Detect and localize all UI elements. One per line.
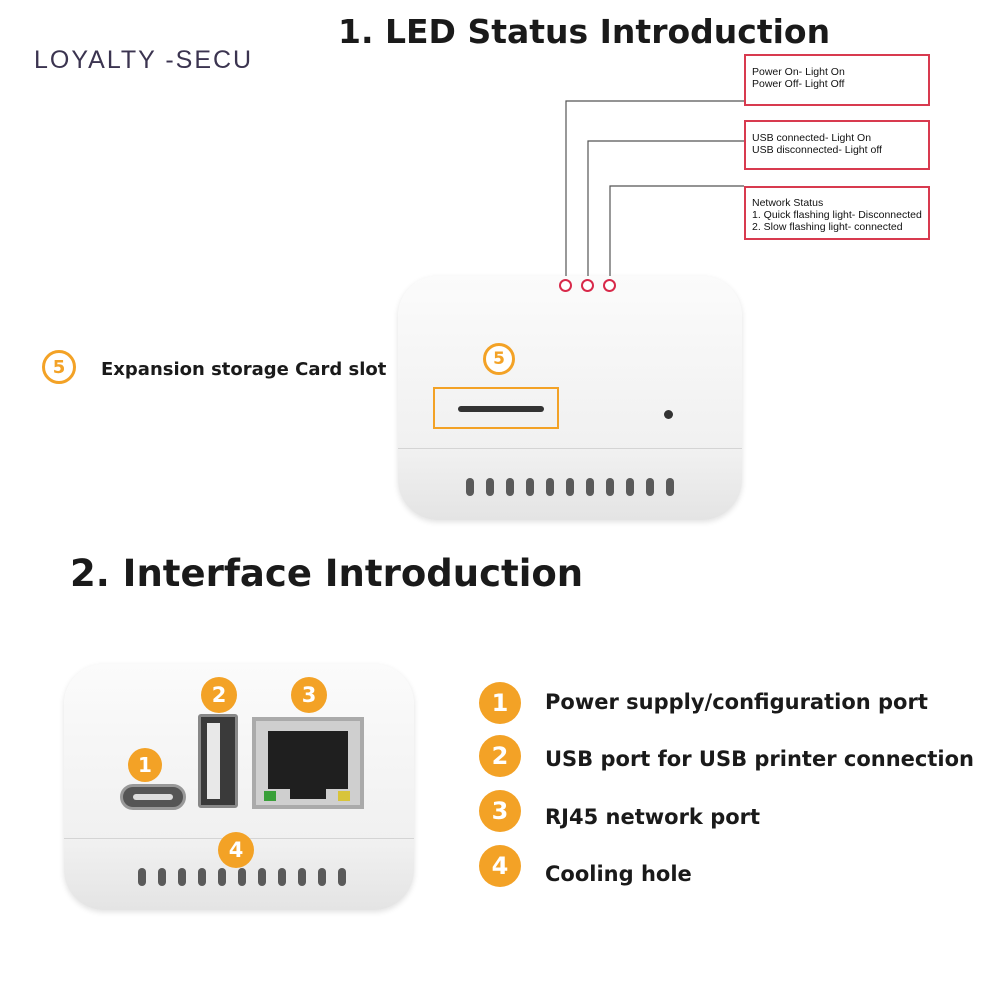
callout-network-line2: 1. Quick flashing light- Disconnected <box>752 209 922 221</box>
led-power <box>559 279 572 292</box>
legend-1-icon: 1 <box>479 682 521 724</box>
cooling-vent <box>546 478 554 496</box>
cooling-vent <box>198 868 206 886</box>
leader-line-network <box>609 185 744 282</box>
cooling-vent <box>218 868 226 886</box>
legend-4-label: Cooling hole <box>545 862 692 886</box>
cooling-vent <box>138 868 146 886</box>
cooling-vent <box>466 478 474 496</box>
callout-network-line1: Network Status <box>752 197 824 209</box>
marker-2-icon: 2 <box>201 677 237 713</box>
usb-c-port <box>120 784 186 810</box>
reset-hole <box>664 410 673 419</box>
cooling-vent <box>526 478 534 496</box>
usb-a-port <box>198 714 238 808</box>
cooling-vent <box>646 478 654 496</box>
led-usb <box>581 279 594 292</box>
legend-3-icon: 3 <box>479 790 521 832</box>
cooling-vent <box>158 868 166 886</box>
cooling-vent <box>318 868 326 886</box>
callout-usb-status: USB connected- Light On USB disconnected… <box>744 120 930 170</box>
legend-3-label: RJ45 network port <box>545 805 761 829</box>
cooling-vent <box>238 868 246 886</box>
rj45-port <box>252 717 364 809</box>
legend-2-icon: 2 <box>479 735 521 777</box>
led-leader-lines <box>565 100 744 282</box>
leader-line-usb <box>587 140 744 282</box>
cooling-vent <box>258 868 266 886</box>
callout-usb-line2: USB disconnected- Light off <box>752 144 882 156</box>
cooling-vent <box>178 868 186 886</box>
callout-power-line1: Power On- Light On <box>752 66 845 78</box>
card-slot <box>458 406 544 412</box>
brand-logo: LOYALTY -SECU <box>34 46 254 74</box>
led-network <box>603 279 616 292</box>
cooling-vent <box>298 868 306 886</box>
cooling-vent <box>486 478 494 496</box>
device-back-image <box>64 664 414 910</box>
legend-2-label: USB port for USB printer connection <box>545 747 974 771</box>
led-section-title: 1. LED Status Introduction <box>338 12 831 51</box>
callout-network-status: Network Status 1. Quick flashing light- … <box>744 186 930 240</box>
callout-power-status: Power On- Light On Power Off- Light Off <box>744 54 930 106</box>
cooling-vent <box>666 478 674 496</box>
leader-line-power <box>565 100 744 282</box>
device-front-image: 5 <box>398 276 742 520</box>
cooling-vent <box>338 868 346 886</box>
cooling-vent <box>566 478 574 496</box>
rj45-led-green <box>264 791 276 801</box>
cooling-vent <box>506 478 514 496</box>
cooling-vent <box>626 478 634 496</box>
marker-4-icon: 4 <box>218 832 254 868</box>
cooling-vent <box>278 868 286 886</box>
card-slot-frame <box>433 387 559 429</box>
marker-1-icon: 1 <box>128 748 162 782</box>
callout-usb-line1: USB connected- Light On <box>752 132 872 144</box>
callout-network-line3: 2. Slow flashing light- connected <box>752 221 903 233</box>
slot-label: Expansion storage Card slot <box>101 359 387 380</box>
legend-1-label: Power supply/configuration port <box>545 690 928 714</box>
cooling-vent <box>586 478 594 496</box>
slot-marker-icon: 5 <box>483 343 515 375</box>
interface-section-title: 2. Interface Introduction <box>70 552 584 595</box>
cooling-vent <box>606 478 614 496</box>
marker-3-icon: 3 <box>291 677 327 713</box>
legend-4-icon: 4 <box>479 845 521 887</box>
legend-slot-icon: 5 <box>42 350 76 384</box>
callout-power-line2: Power Off- Light Off <box>752 78 845 90</box>
rj45-led-yellow <box>338 791 350 801</box>
